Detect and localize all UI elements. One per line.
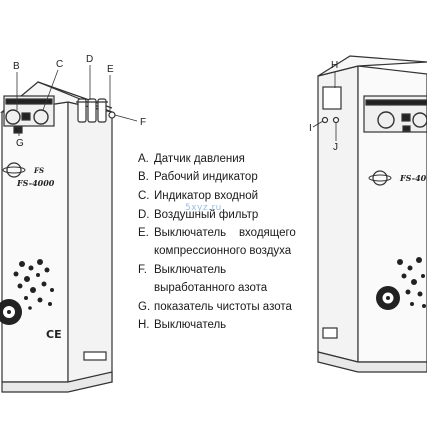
legend-letter: E. (138, 227, 149, 239)
legend-letter: G. (138, 301, 151, 313)
svg-text:G: G (16, 138, 24, 149)
right-logo (368, 170, 392, 186)
svg-text:I: I (309, 123, 312, 134)
legend-item-f-cont: выработанного азота (138, 281, 267, 295)
svg-text:F: F (140, 117, 146, 128)
right-generator-unit (317, 55, 427, 373)
legend-item-c: C. Индикатор входной (138, 189, 258, 203)
legend-letter: A. (138, 153, 149, 165)
legend-item-g: G. показатель чистоты азота (138, 300, 292, 314)
svg-text:FS: FS (33, 166, 44, 175)
legend-letter: B. (138, 171, 149, 183)
legend-letter (138, 244, 154, 258)
legend-item-d: D. Воздушный фильтр (138, 208, 258, 222)
legend-item-a: A. Датчик давления (138, 152, 245, 166)
legend-letter: F. (138, 264, 147, 276)
right-bubble-decoration (397, 257, 426, 308)
right-callouts: H I J (309, 60, 338, 153)
legend-text: Воздушный фильтр (154, 209, 259, 221)
legend-letter: C. (138, 190, 150, 202)
legend-text: выработанного азота (154, 282, 268, 294)
svg-text:J: J (333, 142, 338, 153)
watermark: 5xyz.ru (185, 203, 222, 213)
legend-letter (138, 281, 154, 295)
legend-text: Выключатель (154, 319, 227, 331)
legend-letter: D. (138, 209, 150, 221)
right-wheel-emblem (376, 286, 400, 310)
svg-text:H: H (331, 60, 338, 71)
svg-text:D: D (86, 54, 93, 65)
left-leader-lines (16, 65, 138, 136)
svg-text:B: B (13, 61, 20, 72)
right-leader-lines (312, 72, 337, 141)
legend-item-f: F. Выключатель (138, 263, 226, 277)
legend-text: Выключатель (154, 264, 227, 276)
left-logo: FS (2, 162, 44, 178)
legend-letter: H. (138, 319, 150, 331)
ce-mark-left: CE (46, 328, 62, 341)
legend-text: Рабочий индикатор (154, 171, 258, 183)
model-label-left: FS-4000 (16, 178, 55, 188)
svg-text:E: E (107, 64, 114, 75)
left-callouts: B C D E F G (13, 54, 146, 149)
model-label-right: FS-40 (399, 173, 427, 183)
left-wheel-emblem (0, 299, 22, 325)
legend-item-b: B. Рабочий индикатор (138, 170, 258, 184)
svg-text:C: C (56, 59, 63, 70)
legend-item-e: E. Выключатель входящего (138, 226, 296, 240)
legend-text: показатель чистоты азота (154, 301, 292, 313)
left-bubble-decoration (13, 259, 54, 310)
legend-item-h: H. Выключатель (138, 318, 226, 332)
legend-text: Датчик давления (154, 153, 245, 165)
legend-item-e-cont: компрессионного воздуха (138, 244, 291, 258)
legend-text: Выключатель входящего (154, 227, 296, 239)
legend-text: Индикатор входной (154, 190, 259, 202)
legend-text: компрессионного воздуха (154, 245, 292, 257)
